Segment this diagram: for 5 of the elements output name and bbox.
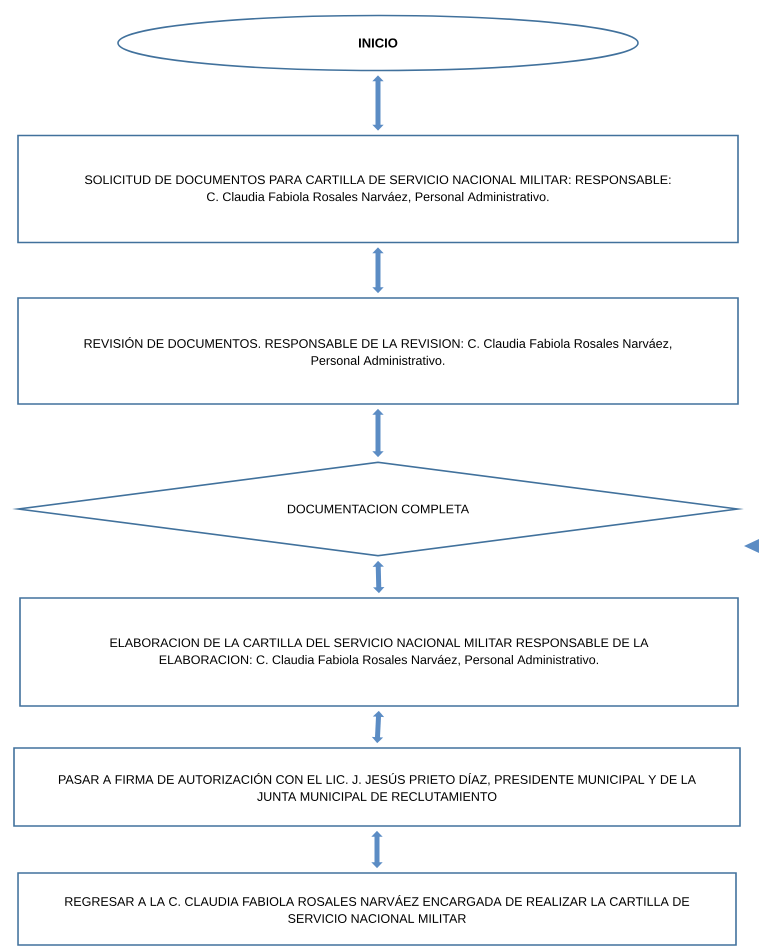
- process-box: REVISIÓN DE DOCUMENTOS. RESPONSABLE DE LA REVISION: C. Claudia Fabiola Rosales Narváez, Personal Administrativo.: [17, 297, 739, 405]
- process-box: SOLICITUD DE DOCUMENTOS PARA CARTILLA DE SERVICIO NACIONAL MILITAR: RESPONSABLE: C. Claudia Fabiola Rosales Narváez, Personal Administrativo.: [17, 134, 739, 244]
- process-box: PASAR A FIRMA DE AUTORIZACIÓN CON EL LIC. J. JESÚS PRIETO DÍAZ, PRESIDENTE MUNICIPAL Y DE LA JUNTA MUNICIPAL DE RECLUTAMIENTO: [13, 747, 741, 827]
- process-box: REGRESAR A LA C. CLAUDIA FABIOLA ROSALES NARVÁEZ ENCARGADA DE REALIZAR LA CARTILLA DE SERVICIO NACIONAL MILITAR: [17, 872, 737, 946]
- process-box: ELABORACION DE LA CARTILLA DEL SERVICIO NACIONAL MILITAR RESPONSABLE DE LA ELABORACION: C. Claudia Fabiola Rosales Narváez, Personal Administrativo.: [19, 597, 739, 707]
